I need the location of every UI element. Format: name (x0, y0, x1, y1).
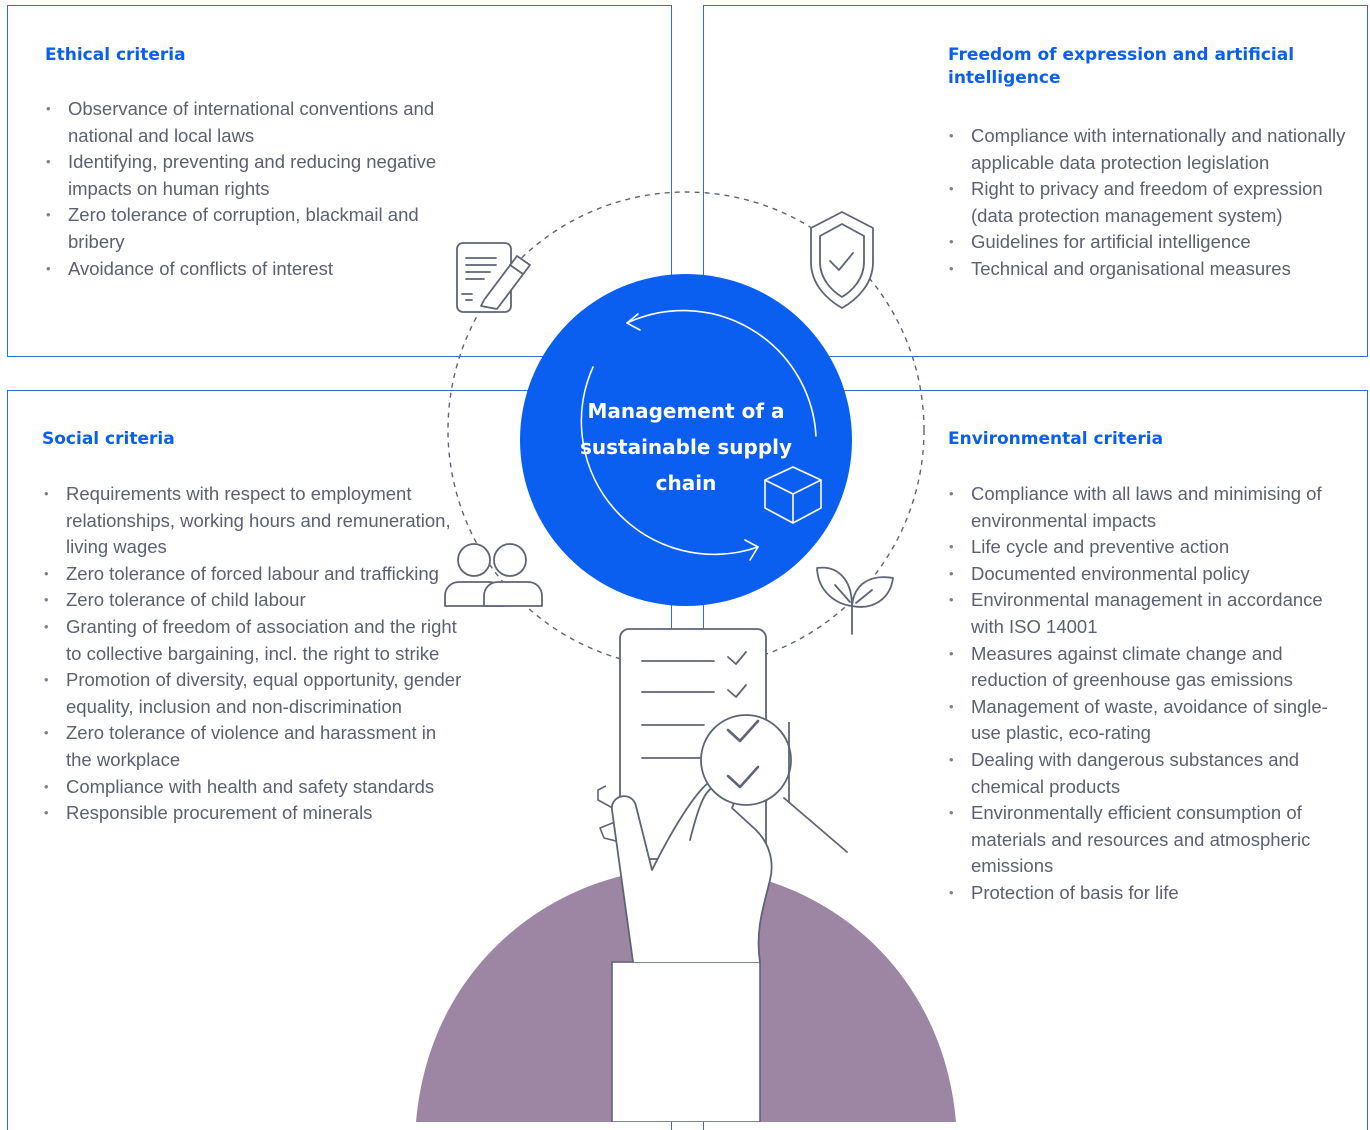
contract-pen-icon (456, 242, 531, 313)
ethical-criteria-list: Observance of international conventions … (44, 96, 464, 282)
criteria-list-item: Documented environmental policy (947, 561, 1357, 588)
center-title: Management of a sustainable supply chain (579, 399, 793, 495)
criteria-list-item: Management of waste, avoidance of single… (947, 694, 1357, 747)
criteria-list-item: Promotion of diversity, equal opportunit… (42, 667, 462, 720)
sprout-leaves-icon (816, 566, 894, 635)
freedom-ai-panel: Freedom of expression and artificial int… (703, 5, 1368, 357)
criteria-list-item: Identifying, preventing and reducing neg… (44, 149, 464, 202)
ethical-criteria-title: Ethical criteria (45, 45, 186, 65)
criteria-list-item: Right to privacy and freedom of expressi… (947, 176, 1347, 229)
package-box-icon (764, 466, 822, 524)
criteria-list-item: Avoidance of conflicts of interest (44, 256, 464, 283)
social-criteria-title: Social criteria (42, 429, 175, 449)
criteria-list-item: Environmental management in accordance w… (947, 587, 1357, 640)
criteria-list-item: Compliance with all laws and minimising … (947, 481, 1357, 534)
environmental-criteria-title: Environmental criteria (948, 429, 1164, 449)
criteria-list-item: Environmentally efficient consumption of… (947, 800, 1357, 880)
criteria-list-item: Technical and organisational measures (947, 256, 1347, 283)
criteria-list-item: Responsible procurement of minerals (42, 800, 462, 827)
criteria-list-item: Requirements with respect to employment … (42, 481, 462, 561)
social-criteria-list: Requirements with respect to employment … (42, 481, 462, 827)
criteria-list-item: Life cycle and preventive action (947, 534, 1357, 561)
criteria-list-item: Measures against climate change and redu… (947, 641, 1357, 694)
criteria-list-item: Zero tolerance of violence and harassmen… (42, 720, 462, 773)
criteria-list-item: Guidelines for artificial intelligence (947, 229, 1347, 256)
criteria-list-item: Compliance with health and safety standa… (42, 774, 462, 801)
people-icon (444, 543, 543, 607)
criteria-list-item: Granting of freedom of association and t… (42, 614, 462, 667)
freedom-ai-list: Compliance with internationally and nati… (947, 123, 1347, 283)
criteria-list-item: Zero tolerance of child labour (42, 587, 462, 614)
person-sleeve (611, 961, 761, 1122)
ethical-criteria-panel: Ethical criteria Observance of internati… (7, 5, 672, 357)
criteria-list-item: Compliance with internationally and nati… (947, 123, 1347, 176)
cycle-arrows-icon (580, 309, 817, 561)
center-circle (520, 274, 852, 606)
criteria-list-item: Observance of international conventions … (44, 96, 464, 149)
environmental-criteria-list: Compliance with all laws and minimising … (947, 481, 1357, 907)
magnifier-icon (700, 714, 848, 853)
shield-check-icon (810, 211, 874, 309)
criteria-list-item: Protection of basis for life (947, 880, 1357, 907)
criteria-list-item: Dealing with dangerous substances and ch… (947, 747, 1357, 800)
criteria-list-item: Zero tolerance of corruption, blackmail … (44, 202, 464, 255)
freedom-ai-title: Freedom of expression and artificial int… (948, 45, 1295, 88)
criteria-list-item: Zero tolerance of forced labour and traf… (42, 561, 462, 588)
